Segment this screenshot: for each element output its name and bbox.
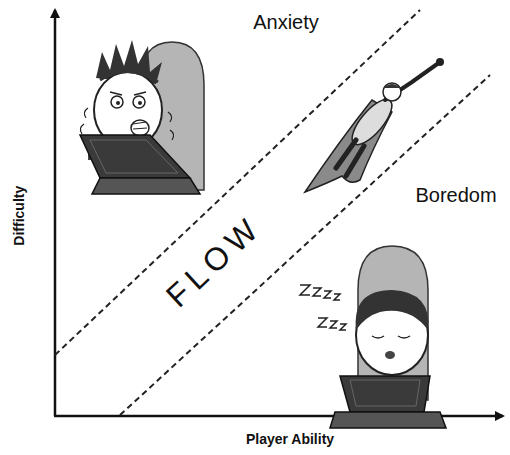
zone-label: FLOW xyxy=(159,209,268,314)
flying-hero-part xyxy=(436,58,444,66)
anxious-player-part xyxy=(92,178,200,194)
anxious-player-part xyxy=(80,135,190,178)
anxious-player-part xyxy=(116,101,120,105)
bored-player-part xyxy=(318,318,346,330)
bored-player-part xyxy=(330,412,446,428)
bored-player xyxy=(300,246,446,428)
anxious-player-part xyxy=(111,96,123,108)
anxious-player xyxy=(80,40,204,194)
flying-hero-part xyxy=(383,83,401,101)
bored-player-part xyxy=(300,285,340,300)
flow-boundary xyxy=(55,10,490,415)
anxious-player-part xyxy=(110,92,146,95)
bored-player-part xyxy=(372,336,410,338)
anxious-player-part xyxy=(100,71,158,82)
anxious-player-part xyxy=(131,120,149,136)
flying-hero-part xyxy=(384,84,400,88)
anxious-player-part xyxy=(133,122,147,129)
axis xyxy=(54,10,503,416)
bored-player-part xyxy=(350,380,420,406)
axis-title: Difficulty xyxy=(12,186,27,246)
anxious-player-part xyxy=(138,101,142,105)
axis-title: Player Ability xyxy=(246,432,334,447)
bored-player-part xyxy=(340,376,430,412)
bored-player-part xyxy=(356,290,429,330)
anxious-player-part xyxy=(133,96,145,108)
flying-hero-part xyxy=(336,140,364,176)
bored-player-part xyxy=(385,351,395,359)
zone-label: Anxiety xyxy=(253,11,319,33)
zone-label: Boredom xyxy=(415,184,496,206)
flying-hero xyxy=(305,58,444,192)
anxious-player-part xyxy=(90,140,178,173)
